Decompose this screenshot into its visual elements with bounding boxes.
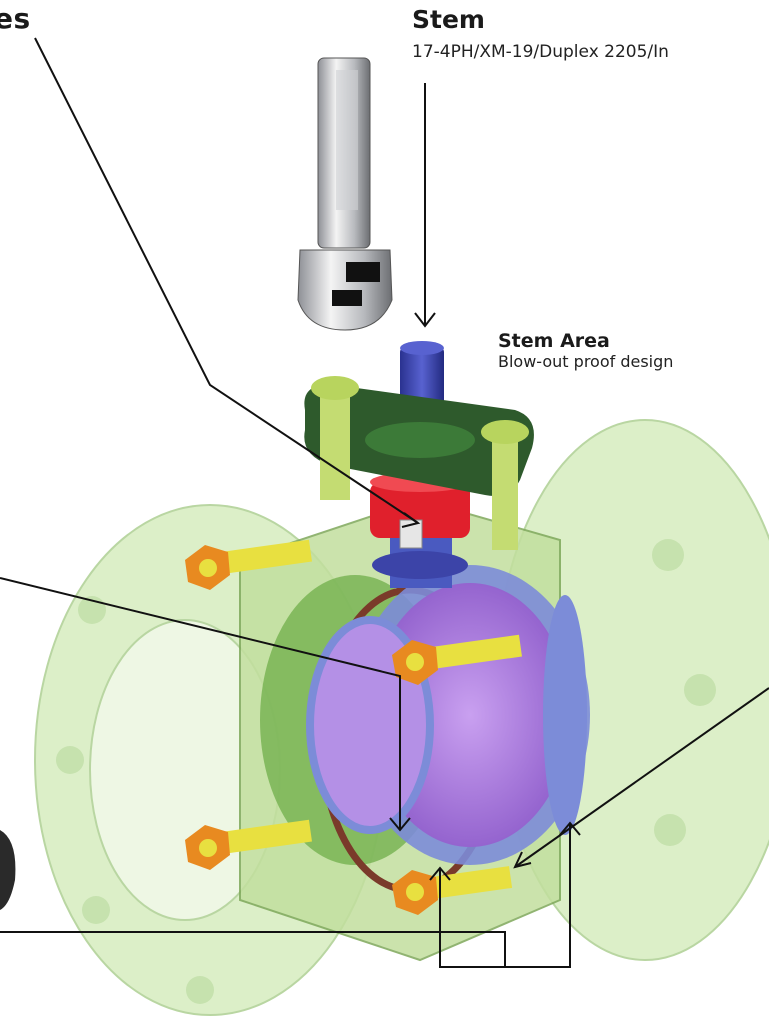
stem-part-image (297, 57, 393, 331)
partial-component (0, 830, 16, 910)
stem-area-description: Blow-out proof design (498, 352, 674, 371)
leader-seat-right (514, 687, 769, 868)
gland-bolts (311, 376, 529, 550)
arrowhead-stem (414, 312, 436, 328)
arrowhead-seat-a (429, 866, 451, 881)
leader-body-gasket (0, 577, 401, 830)
gland-plate (304, 384, 534, 496)
stem-title: Stem (412, 5, 485, 34)
arrowhead-packing (401, 512, 421, 528)
partial-title: es (0, 2, 31, 35)
arrowhead-body-gasket (389, 817, 411, 832)
stem-materials: 17-4PH/XM-19/Duplex 2205/In (412, 42, 669, 62)
arrowhead-seat-right (513, 851, 532, 869)
stem-area-title: Stem Area (498, 330, 610, 352)
arrowhead-seat-b (559, 821, 581, 836)
leader-packing (34, 37, 419, 524)
leader-seats-bottom-b (505, 823, 571, 968)
leader-lines (0, 37, 769, 968)
body-bolts (185, 539, 522, 915)
